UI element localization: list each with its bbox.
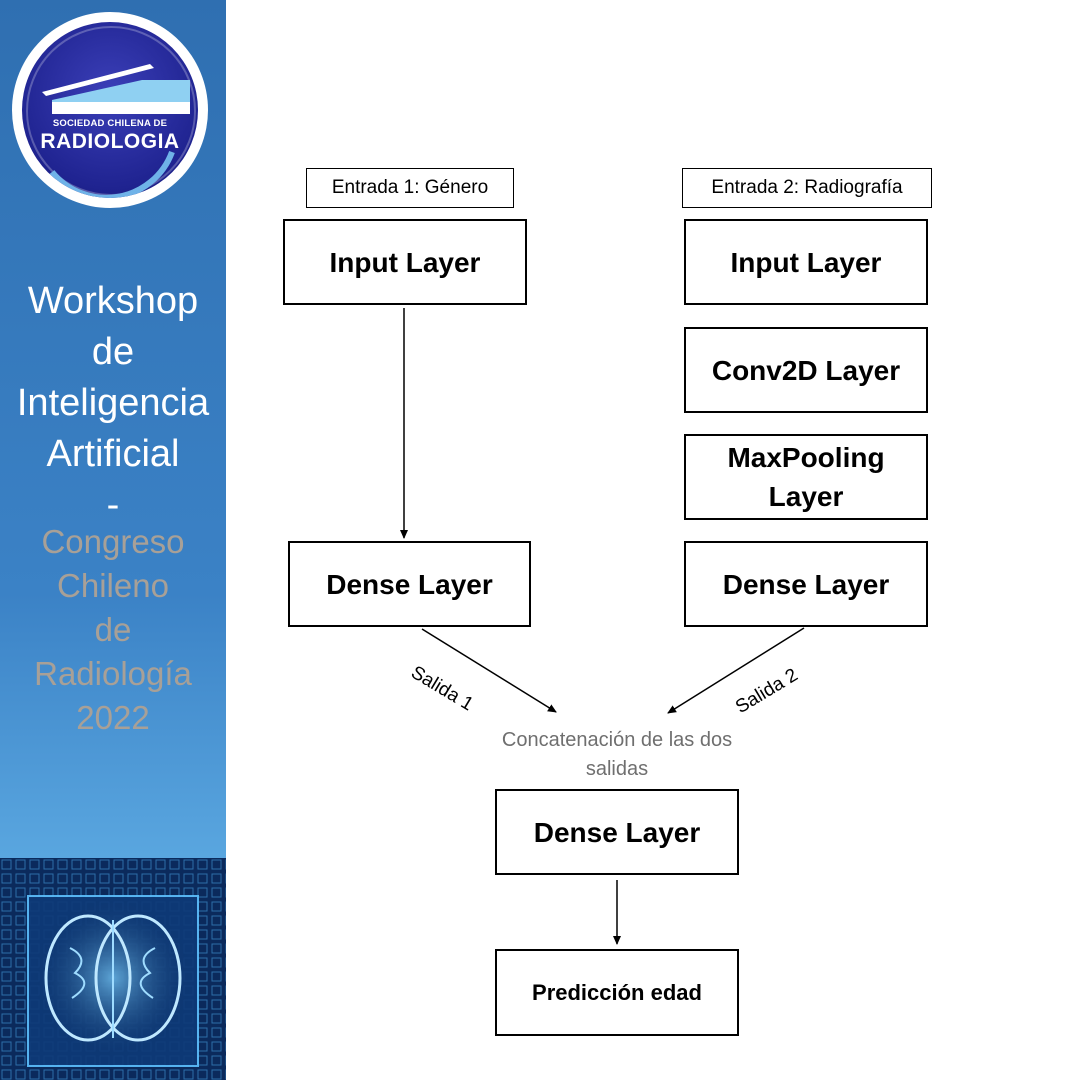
dense-layer-1: Dense Layer [288,541,531,627]
radiology-society-logo: SOCIEDAD CHILENA DE RADIOLOGIA [12,12,208,208]
title-line: Workshop [27,280,199,322]
sidebar: SOCIEDAD CHILENA DE RADIOLOGIA Workshop … [0,0,226,1080]
input-layer-1: Input Layer [283,219,527,305]
prediction-box: Predicción edad [495,949,739,1036]
arrow-dense1-to-concat [421,628,557,713]
logo-emblem-icon [42,64,190,198]
title-line: Artificial [46,433,180,475]
title-line: - [106,484,120,526]
arrow-dense2-to-concat [667,627,805,714]
title-line: Inteligencia [16,382,210,424]
workshop-title: Workshop de Inteligencia Artificial - [0,276,226,531]
subtitle-line: Congreso [41,523,185,560]
maxpooling-layer: MaxPooling Layer [684,434,928,520]
logo-top-text: SOCIEDAD CHILENA DE [52,118,168,129]
subtitle-line: Chileno [57,567,169,604]
subtitle-line: Radiología [34,655,192,692]
dense-layer-merged: Dense Layer [495,789,739,875]
brain-circuit-image [0,858,226,1080]
title-line: de [91,331,135,373]
input2-label: Entrada 2: Radiografía [682,168,932,208]
subtitle-line: 2022 [76,699,150,736]
input1-label: Entrada 1: Género [306,168,514,208]
concat-label: Concatenación de las dos salidas [501,729,733,780]
congress-subtitle: Congreso Chileno de Radiología 2022 [0,520,226,740]
brain-icon [0,858,226,1080]
logo-main-text: RADIOLOGIA [40,130,180,153]
input-layer-2: Input Layer [684,219,928,305]
dense-layer-2: Dense Layer [684,541,928,627]
conv2d-layer: Conv2D Layer [684,327,928,413]
subtitle-line: de [94,611,132,648]
